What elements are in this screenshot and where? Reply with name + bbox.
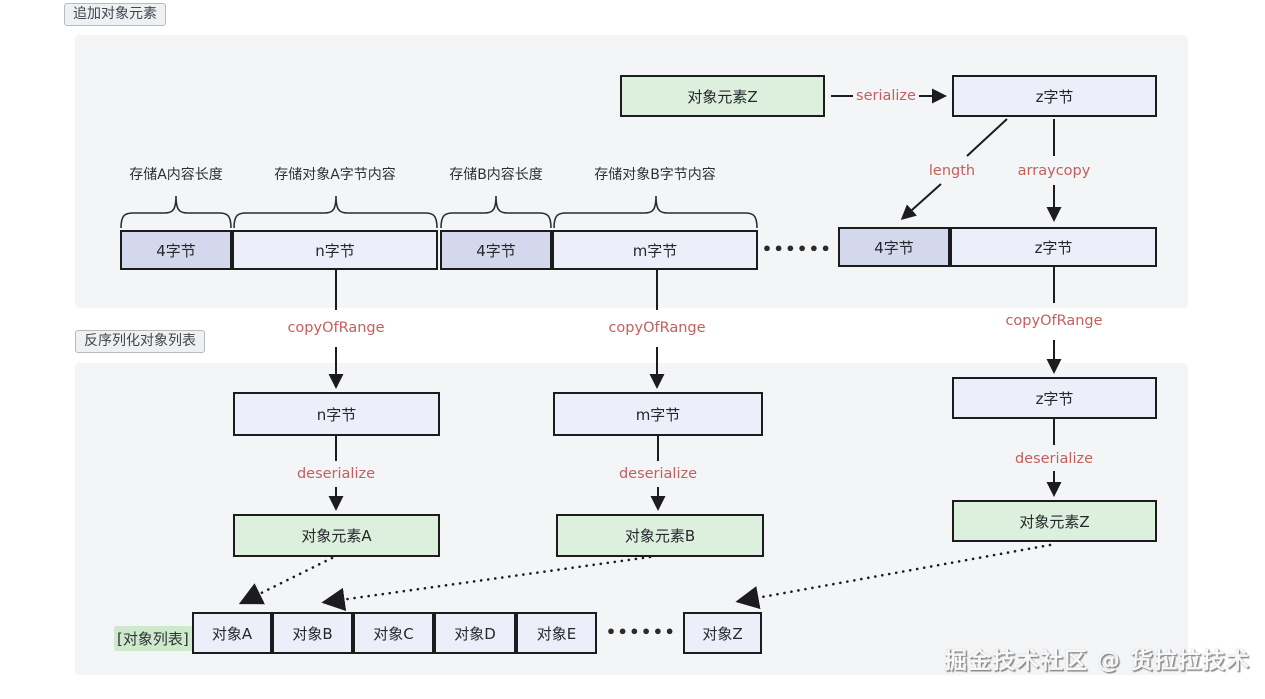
object-a-box: 对象A	[192, 612, 272, 654]
append-section-badge: 追加对象元素	[64, 3, 166, 26]
segment-label-b-content: 存储对象B字节内容	[594, 167, 716, 183]
byte-cell-content-b: m字节	[552, 230, 758, 270]
byte-row-ellipsis: ••••••	[761, 239, 833, 259]
z-bytes-top-box: z字节	[952, 75, 1157, 117]
object-element-a-box: 对象元素A	[233, 514, 440, 557]
deserialize-label-a: deserialize	[296, 466, 376, 482]
byte-cell-length-a: 4字节	[120, 230, 232, 270]
object-element-z-box: 对象元素Z	[620, 75, 825, 117]
arraycopy-label: arraycopy	[1017, 163, 1091, 179]
serialize-label: serialize	[856, 88, 916, 104]
copyofrange-label-b: copyOfRange	[608, 320, 706, 336]
object-z-box: 对象Z	[683, 612, 762, 654]
deserialize-section-badge: 反序列化对象列表	[75, 330, 205, 353]
z-bytes-box: z字节	[952, 377, 1157, 419]
byte-cell-content-z: z字节	[950, 227, 1157, 267]
object-list-ellipsis: ••••••	[605, 622, 677, 642]
byte-cell-length-z: 4字节	[838, 227, 950, 267]
copyofrange-label-a: copyOfRange	[287, 320, 385, 336]
segment-label-a-content: 存储对象A字节内容	[274, 167, 396, 183]
watermark-text: 掘金技术社区 @ 货拉拉技术	[943, 648, 1250, 674]
length-label: length	[928, 163, 976, 179]
object-element-b-box: 对象元素B	[556, 514, 764, 557]
deserialize-label-z: deserialize	[1014, 451, 1094, 467]
object-d-box: 对象D	[434, 612, 516, 654]
m-bytes-box: m字节	[553, 392, 763, 436]
n-bytes-box: n字节	[233, 392, 440, 436]
object-c-box: 对象C	[353, 612, 434, 654]
copyofrange-label-z: copyOfRange	[1005, 313, 1103, 329]
object-element-z2-box: 对象元素Z	[952, 500, 1157, 542]
byte-cell-length-b: 4字节	[440, 230, 552, 270]
object-list-label: [对象列表]	[114, 626, 192, 651]
byte-cell-content-a: n字节	[232, 230, 438, 270]
object-e-box: 对象E	[516, 612, 597, 654]
segment-label-b-length: 存储B内容长度	[449, 167, 543, 183]
deserialize-label-b: deserialize	[618, 466, 698, 482]
object-b-box: 对象B	[272, 612, 353, 654]
segment-label-a-length: 存储A内容长度	[129, 167, 223, 183]
